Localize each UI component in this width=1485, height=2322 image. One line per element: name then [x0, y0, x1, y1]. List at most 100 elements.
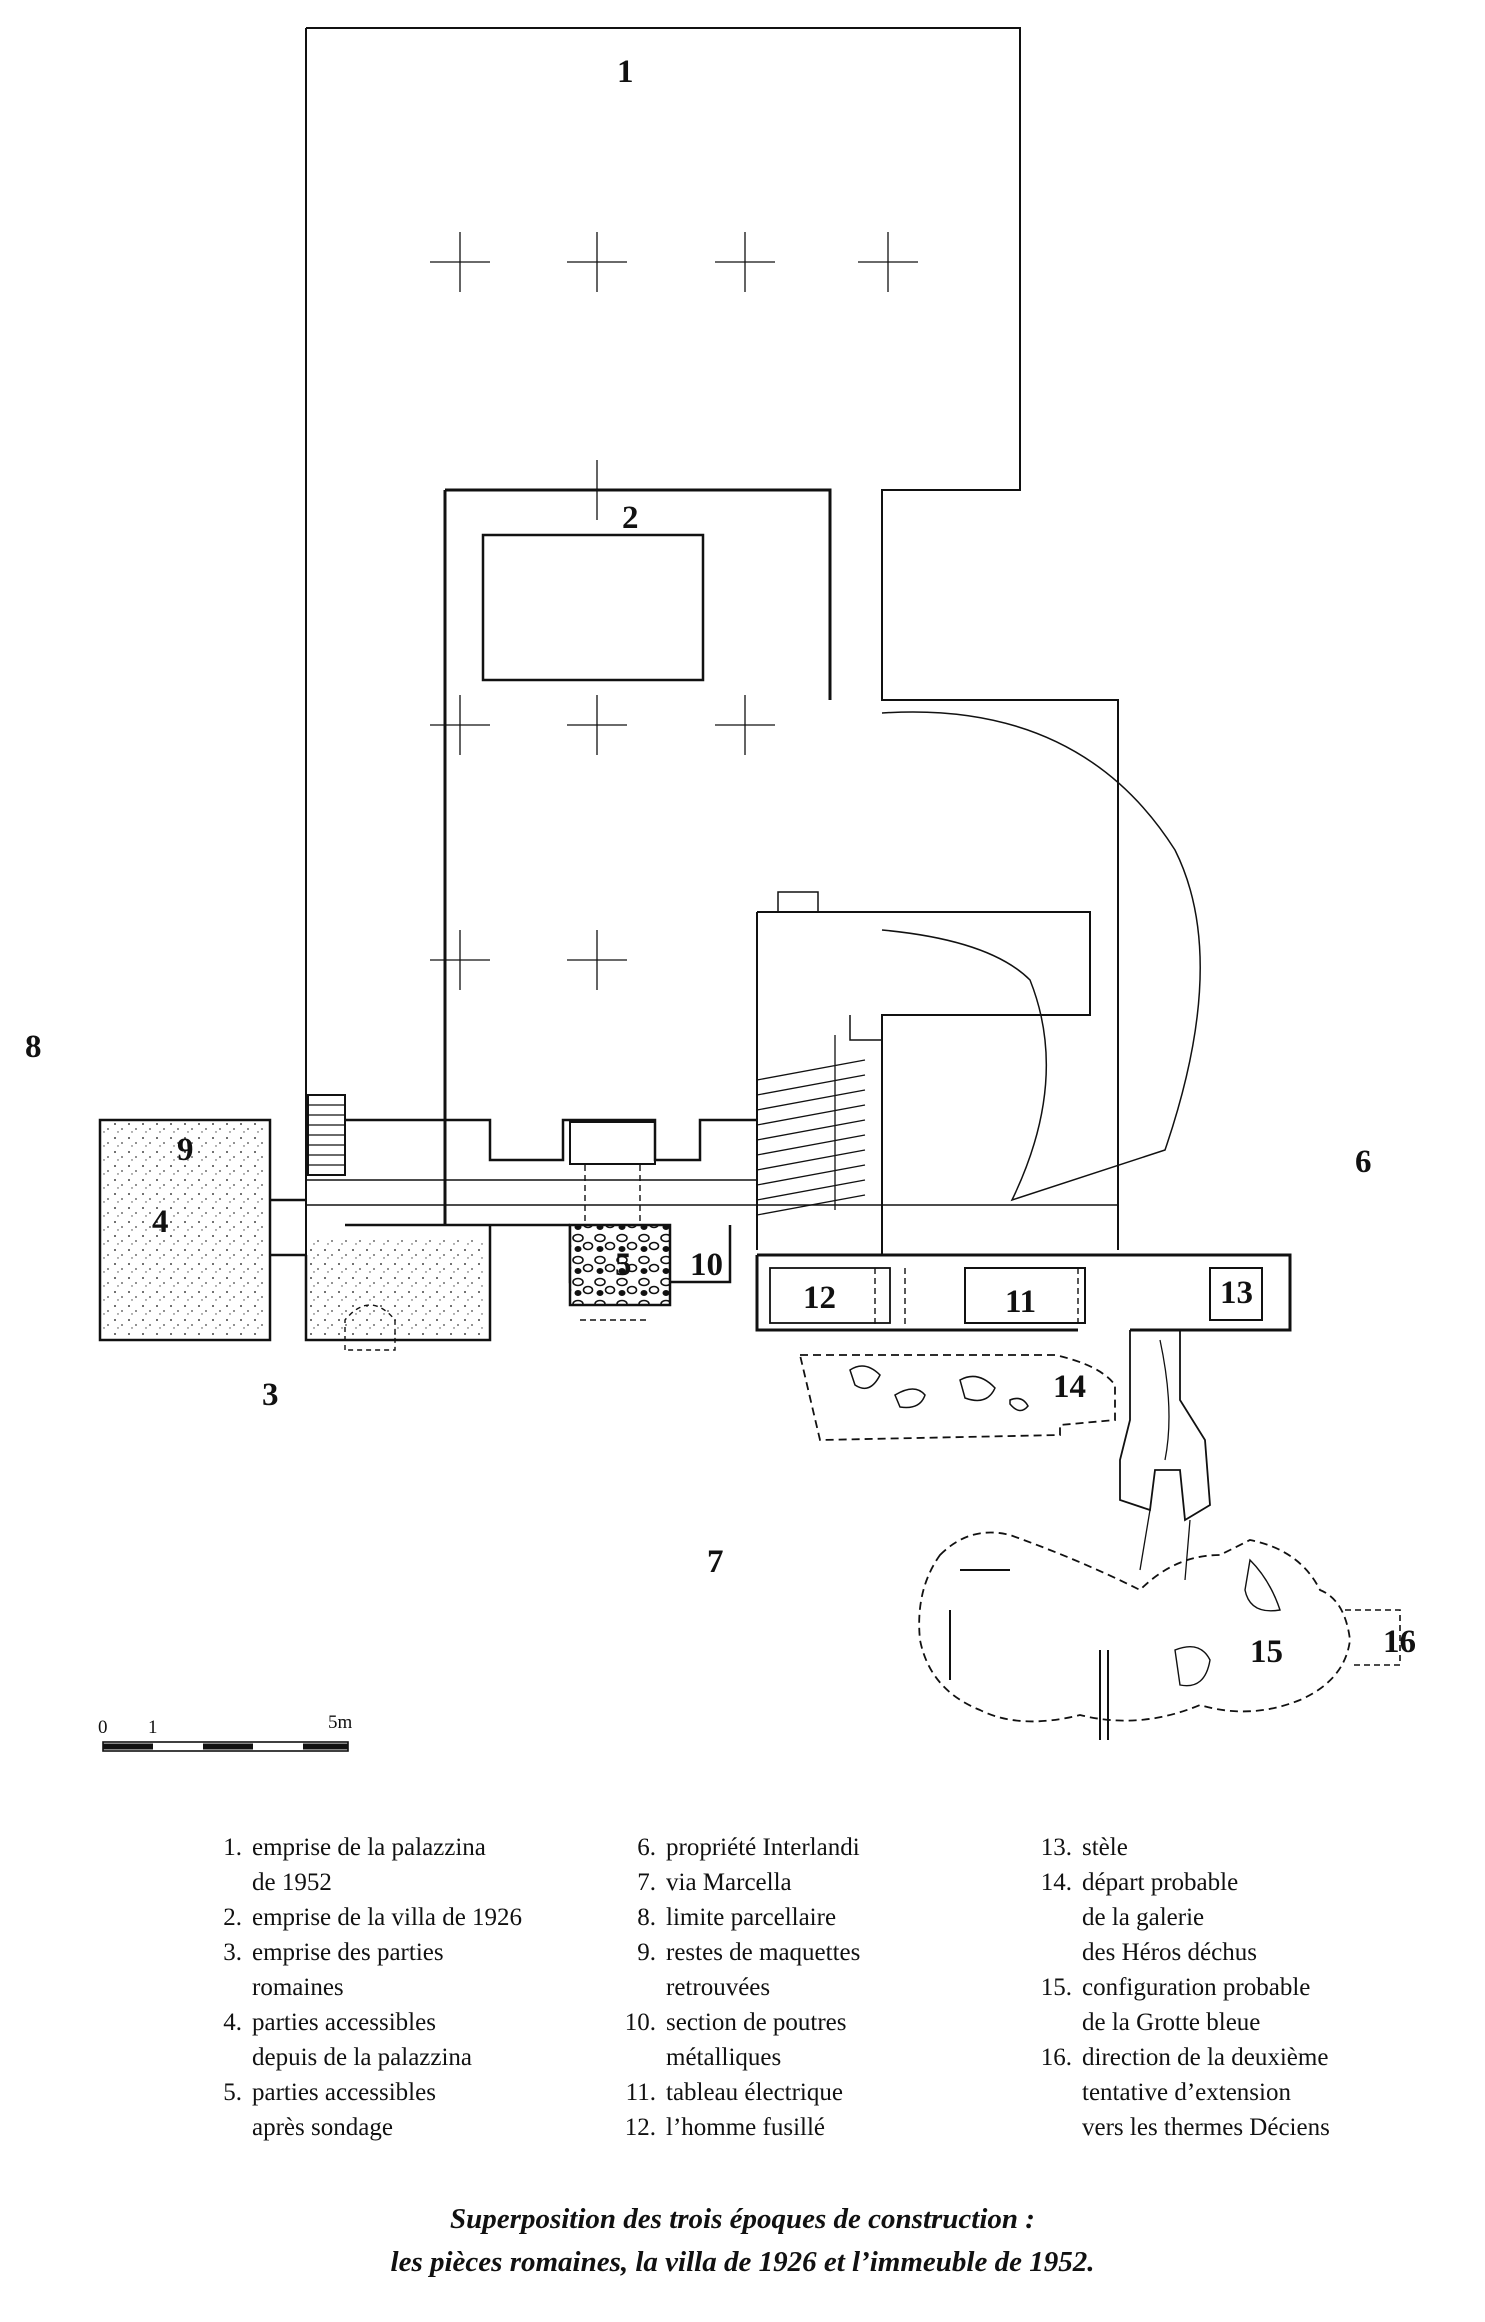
- label-12: 12: [803, 1280, 836, 1316]
- label-13: 13: [1220, 1275, 1253, 1311]
- legend-item: 15. configuration probable de la Grotte b…: [1030, 1970, 1460, 2040]
- label-16: 16: [1383, 1624, 1416, 1660]
- room-3: [270, 1198, 492, 1342]
- legend-item-number: 7.: [637, 1869, 656, 1896]
- legend-item-number: 3.: [223, 1939, 242, 1966]
- legend-item-text: départ probable de la galerie des Héros …: [1082, 1869, 1257, 1966]
- villa-1926-outline: [443, 488, 832, 1225]
- legend-item-text: via Marcella: [666, 1869, 792, 1896]
- label-3: 3: [262, 1377, 279, 1413]
- legend-item-number: 6.: [637, 1834, 656, 1861]
- legend-item: 10. section de poutres métalliques: [614, 2005, 1014, 2075]
- arch-3: [344, 1304, 396, 1351]
- legend-item-number: 5.: [223, 2079, 242, 2106]
- legend-item-text: parties accessibles depuis de la palazzi…: [252, 2009, 473, 2071]
- grotto-path: [1119, 1330, 1211, 1522]
- legend-item-number: 8.: [637, 1904, 656, 1931]
- legend-item-text: l’homme fusillé: [666, 2114, 825, 2141]
- legend-item-number: 4.: [223, 2009, 242, 2036]
- curved-stair-outline: [881, 711, 1201, 1202]
- room-5-dashed: [580, 1165, 650, 1321]
- label-9: 9: [177, 1132, 194, 1168]
- legend-item: 13. stèle: [1030, 1830, 1460, 1865]
- inner-block-outline: [756, 911, 1091, 1255]
- room-3-stipple: [310, 1240, 485, 1335]
- label-8: 8: [25, 1029, 42, 1065]
- label-1: 1: [617, 54, 634, 90]
- stair-left-treads: [308, 1104, 345, 1166]
- legend-item-text: emprise des parties romaines: [252, 1939, 444, 2001]
- legend-item-text: emprise de la palazzina de 1952: [252, 1834, 486, 1896]
- extension-16: [1345, 1609, 1401, 1666]
- room-5-box: [569, 1121, 656, 1165]
- room-11-box: [964, 1267, 1086, 1324]
- legend-item-text: propriété Interlandi: [666, 1834, 860, 1861]
- room-12-box: [769, 1267, 891, 1324]
- legend-item-text: limite parcellaire: [666, 1904, 837, 1931]
- small-block: [777, 891, 819, 913]
- legend-item-number: 2.: [223, 1904, 242, 1931]
- legend-item: 7. via Marcella: [614, 1865, 1014, 1900]
- room-4-stipple: [102, 1122, 268, 1338]
- grotte-walls: [949, 1569, 1109, 1740]
- legend-item: 14. départ probable de la galerie des Hér…: [1030, 1865, 1460, 1970]
- room-14-shapes: [849, 1365, 1029, 1412]
- legend-item-text: restes de maquettes retrouvées: [666, 1939, 861, 2001]
- rooms-row-outline: [755, 1253, 1292, 1332]
- legend-item-text: emprise de la villa de 1926: [252, 1904, 523, 1931]
- label-10: 10: [690, 1247, 723, 1283]
- central-stair: [756, 1035, 866, 1216]
- legend-column-3: 13. stèle 14. départ probable de la galerie…: [1030, 1830, 1460, 2145]
- legend-item: 12. l’homme fusillé: [614, 2110, 1014, 2145]
- label-15: 15: [1250, 1634, 1283, 1670]
- legend-item-text: configuration probable de la Grotte bleu…: [1082, 1974, 1311, 2036]
- legend-item-number: 10.: [624, 2009, 656, 2036]
- legend-item: 16. direction de la deuxième tentative d’…: [1030, 2040, 1460, 2145]
- label-6: 6: [1355, 1144, 1372, 1180]
- legend-item-number: 12.: [624, 2114, 656, 2141]
- legend-item: 1. emprise de la palazzina de 1952: [200, 1830, 620, 1900]
- legend-item-text: parties accessibles après sondage: [252, 2079, 436, 2141]
- caption-line-2: les pièces romaines, la villa de 1926 et…: [390, 2246, 1095, 2278]
- legend-item-number: 1.: [223, 1834, 242, 1861]
- grotte-shapes: [1174, 1558, 1281, 1687]
- caption-line-1: Superposition des trois époques de const…: [450, 2203, 1035, 2235]
- legend-item-text: direction de la deuxième tentative d’ext…: [1082, 2044, 1330, 2141]
- legend-item: 6. propriété Interlandi: [614, 1830, 1014, 1865]
- legend-item-number: 13.: [1040, 1834, 1072, 1861]
- legend-item: 3. emprise des parties romaines: [200, 1935, 620, 2005]
- legend-column-2: 6. propriété Interlandi 7. via Marcella 8. li…: [614, 1830, 1014, 2145]
- room-13-box: [1209, 1267, 1263, 1321]
- legend-item-number: 11.: [625, 2079, 656, 2106]
- site-plan: 1 2 3 4 5 6 7 8 9 10 11 12 13 14 15 16 0…: [25, 27, 1416, 1752]
- palazzina-1952-outline: [305, 27, 1119, 1305]
- label-5: 5: [615, 1247, 632, 1283]
- corridor-thin: [306, 1179, 1118, 1206]
- room-5-rubble: [568, 1223, 672, 1307]
- legend-item-number: 16.: [1040, 2044, 1072, 2071]
- grotto-path-inner: [1139, 1339, 1191, 1581]
- villa-inner-room: [481, 533, 705, 682]
- legend-item-number: 14.: [1040, 1869, 1072, 1896]
- legend-item: 5. parties accessibles après sondage: [200, 2075, 620, 2145]
- scale-label-1: 1: [148, 1717, 158, 1738]
- label-14: 14: [1053, 1369, 1086, 1405]
- grotte-bleue-outline: [918, 1531, 1351, 1723]
- label-7: 7: [707, 1544, 724, 1580]
- scale-label-5m: 5m: [328, 1712, 353, 1733]
- legend-item-text: tableau électrique: [666, 2079, 843, 2106]
- inner-step: [849, 1015, 882, 1041]
- legend-item-number: 15.: [1040, 1974, 1072, 2001]
- legend-item: 8. limite parcellaire: [614, 1900, 1014, 1935]
- grid-crosses: [430, 232, 918, 990]
- legend-item: 11. tableau électrique: [614, 2075, 1014, 2110]
- legend-item-text: stèle: [1082, 1834, 1128, 1861]
- scale-label-0: 0: [98, 1717, 108, 1738]
- room-14-outline: [798, 1354, 1116, 1441]
- legend-item-text: section de poutres métalliques: [666, 2009, 847, 2071]
- room-12-dash: [874, 1268, 1079, 1325]
- legend-item: 2. emprise de la villa de 1926: [200, 1900, 620, 1935]
- legend-item: 9. restes de maquettes retrouvées: [614, 1935, 1014, 2005]
- label-11: 11: [1005, 1284, 1036, 1320]
- legend-item-number: 9.: [637, 1939, 656, 1966]
